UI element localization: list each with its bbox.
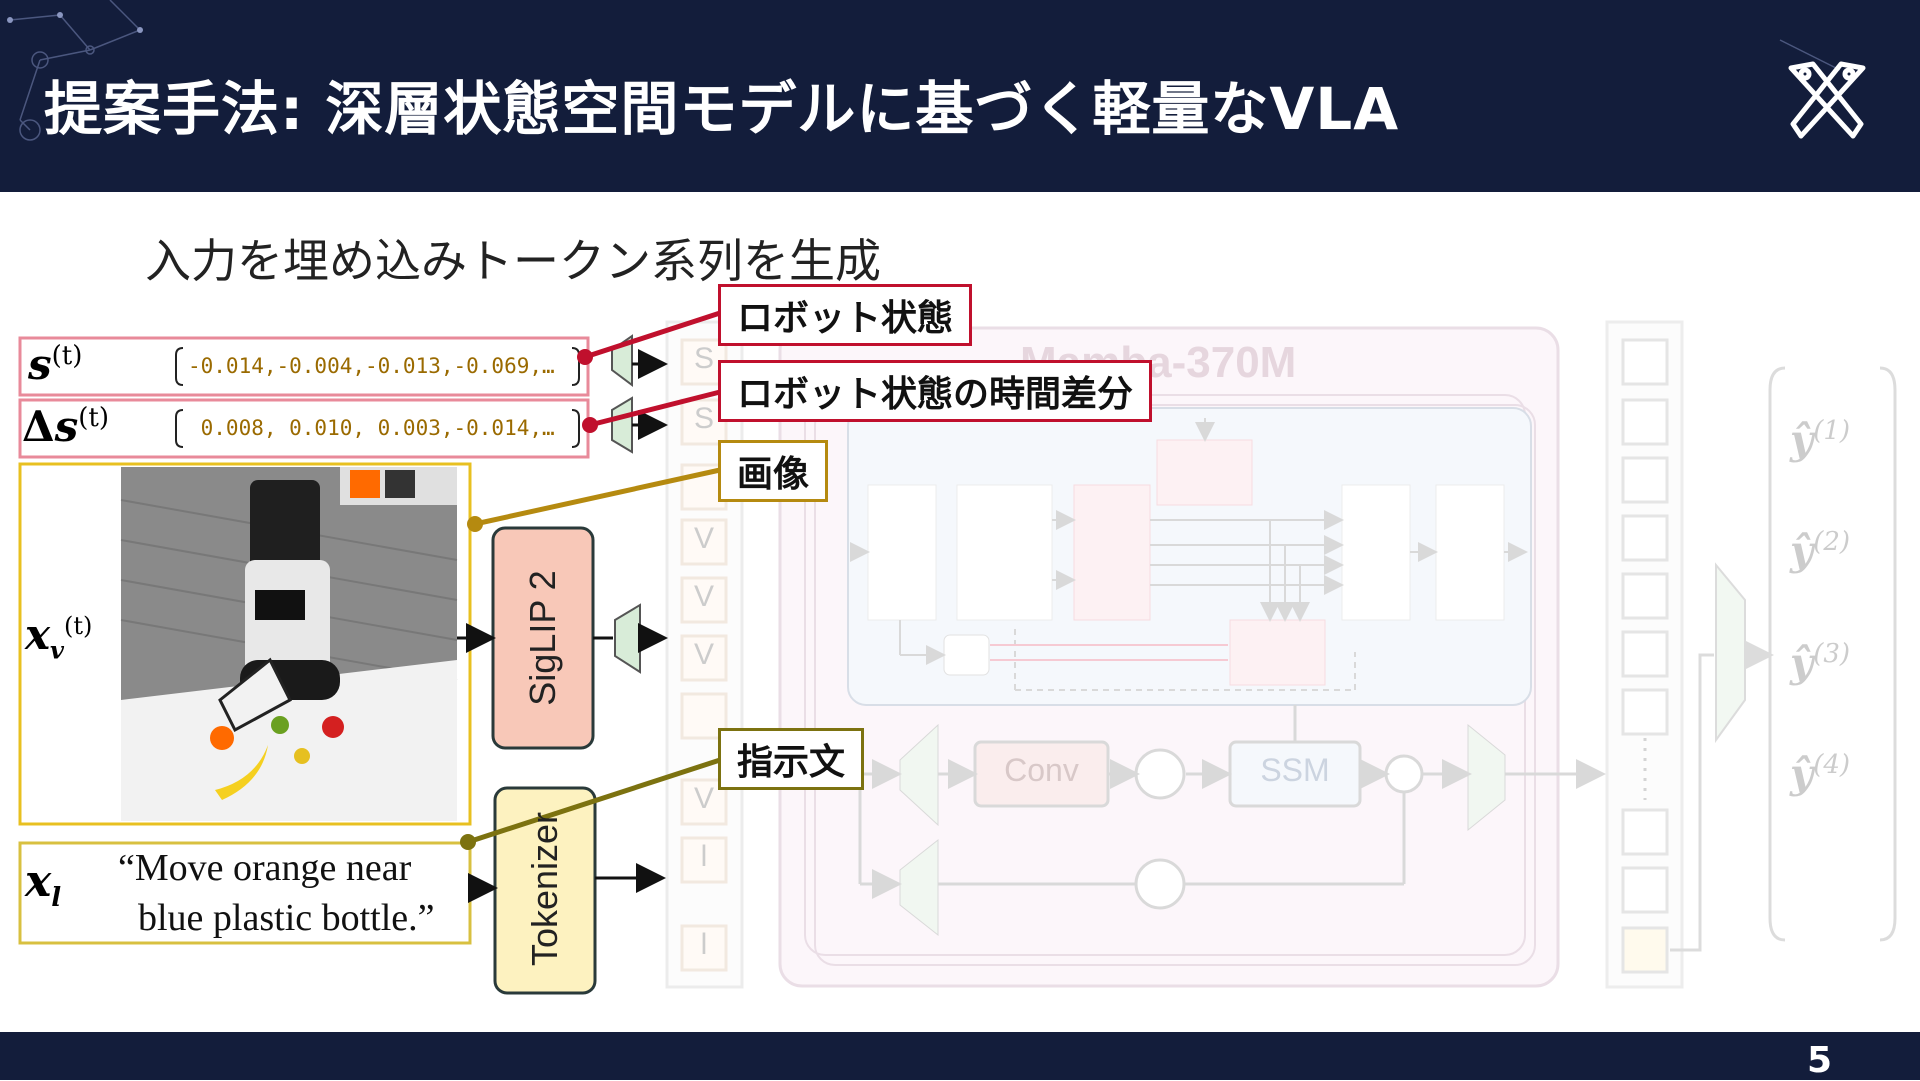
output-predictions: ŷ(1)ŷ(2)ŷ(3)ŷ(4) [1790,416,1851,798]
robot-photo [120,467,458,821]
instruction-input-box [18,841,472,945]
output-column [1605,320,1897,989]
token-v-2: V [693,580,714,613]
state-diff-input-box [18,398,590,459]
footer-bar [0,1032,1920,1080]
slide-subtitle: 入力を埋め込みトークン系列を生成 [145,234,881,288]
callout-robot-state: ロボット状態 [718,284,973,346]
state-diff-projector [611,396,633,454]
state-values: -0.014,-0.004,-0.013,-0.069,… [188,354,555,378]
tokenizer-label: Tokenizer [524,811,565,967]
mamba-block [778,326,1606,988]
state-input-box [18,336,590,397]
siglip-label: SigLIP 2 [522,570,563,706]
state-diff-symbol: Δs(t) [22,402,109,451]
instruction-line-1: “Move orange near [118,847,412,889]
flow-arrows [457,349,668,903]
token-s-2: S [693,402,714,435]
state-symbol: s(t) [28,340,83,389]
callout-robot-state-diff: ロボット状態の時間差分 [718,360,1153,422]
token-v-1: V [693,522,714,555]
page-number: 5 [1806,1040,1832,1081]
state-diff-values: 0.008, 0.010, 0.003,-0.014,… [188,416,555,440]
callout-image: 画像 [718,440,829,502]
token-s-1: S [693,342,714,375]
slide-title: 提案手法: 深層状態空間モデルに基づく軽量なVLA [44,75,1400,143]
token-l-1: l [700,840,708,873]
image-symbol: xv(t) [25,610,93,665]
crossed-tools-icon [1788,61,1866,139]
header-bar: 提案手法: 深層状態空間モデルに基づく軽量なVLA [0,0,1920,192]
instruction-line-2: blue plastic bottle.” [138,897,435,939]
conv-label: Conv [1004,752,1079,788]
token-v-4: V [693,782,714,815]
vision-projector [614,603,641,674]
token-l-2: l [700,928,708,961]
callout-instruction: 指示文 [718,728,865,790]
token-v-3: V [693,638,714,671]
ssm-label: SSM [1260,752,1330,788]
instruction-symbol: xl [25,856,62,913]
constellation-decoration [7,0,1841,141]
